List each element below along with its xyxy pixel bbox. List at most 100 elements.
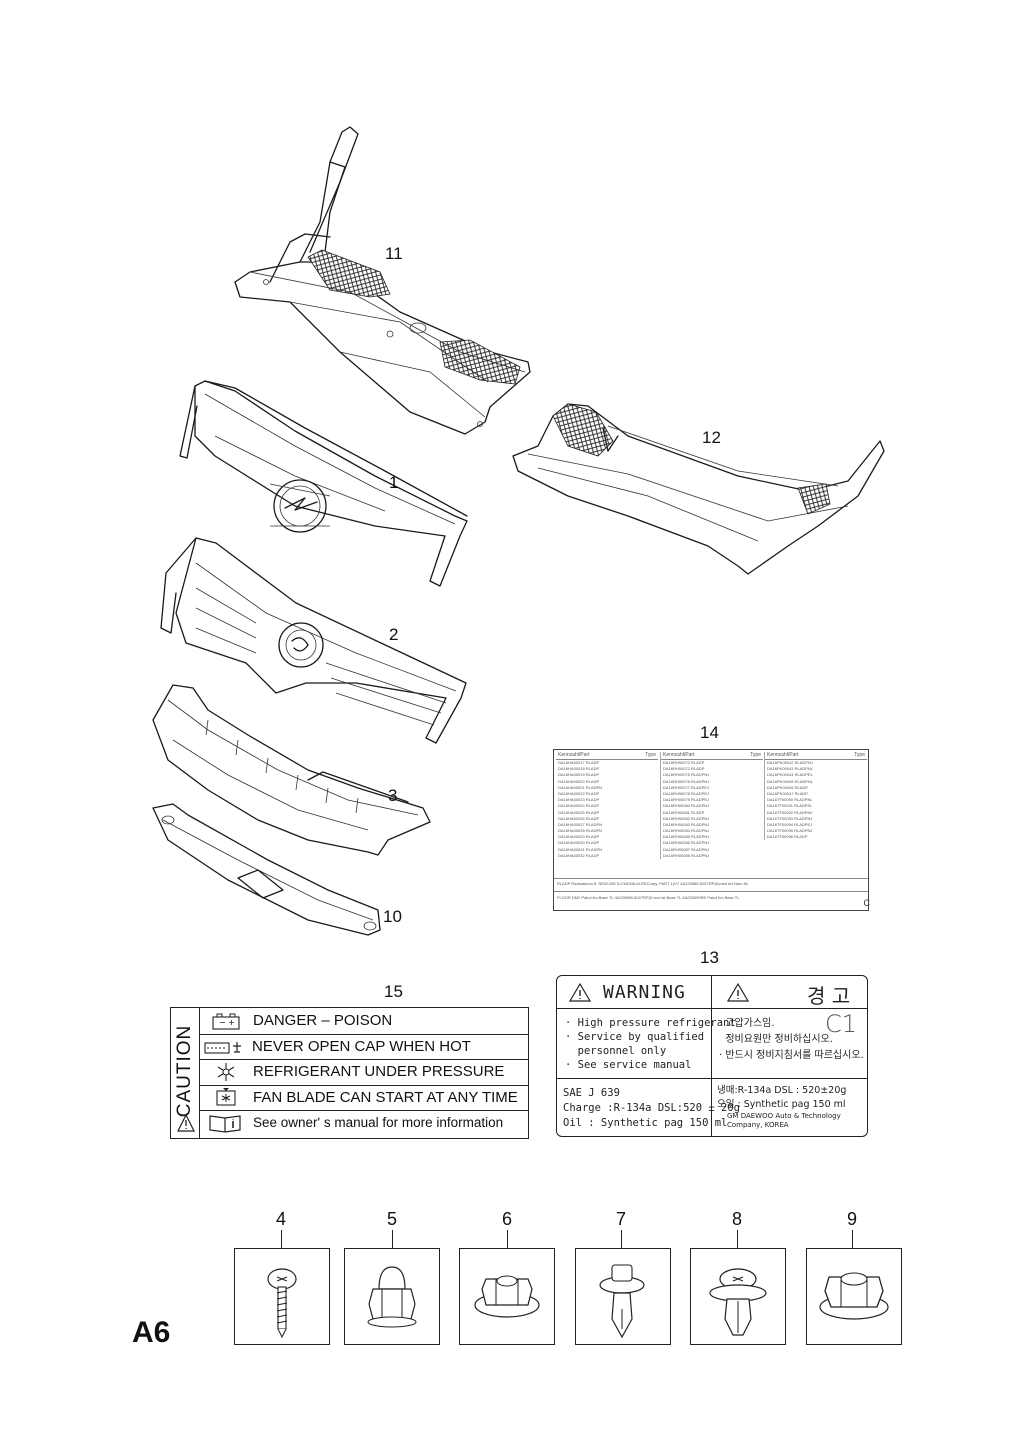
spec-line: 오일 : Synthetic pag 150 ml (717, 1099, 846, 1110)
callout-4: 4 (275, 1209, 286, 1229)
callout-3: 3 (388, 786, 398, 805)
warning-label-13: WARNING 경 고 · High pressure refrigerant … (556, 975, 868, 1137)
label14-row: DA16HA00025 RLADP (558, 809, 600, 815)
label14-col-header: Kennzahl/Part (663, 752, 695, 758)
callout-8: 8 (731, 1209, 742, 1229)
caution-text: DANGER – POISON (253, 1012, 393, 1029)
fastener-box-8 (690, 1248, 786, 1345)
caution-row: REFRIGERANT UNDER PRESSURE (200, 1059, 528, 1086)
cowl-panel-12-drawing (512, 403, 885, 575)
callout-5: 5 (386, 1209, 397, 1229)
label14-row: DA16RH00079 RLADPEJ (663, 797, 710, 803)
warning-line: · See service manual (565, 1059, 692, 1071)
label14-row: DA16PK00044 RLADPEL (767, 772, 813, 778)
label14-row: DA16HA00022 RLADP (558, 790, 600, 796)
clip-fastener-icon (709, 1268, 767, 1336)
label14-row: DA16HA00021 RLADPN (558, 784, 603, 790)
callout-12: 12 (702, 428, 721, 447)
label14-row: DA16HA00020 RLADP (558, 778, 600, 784)
label14-row: DA16HA00032 RLADP (558, 852, 600, 858)
caution-row: See owner' s manual for more information (200, 1110, 528, 1136)
warning-title-en: WARNING (603, 982, 686, 1003)
label14-row: DA16RH00081 RLADP (663, 809, 705, 815)
label14-row: DA16RH00077 RLADPEJ (663, 784, 710, 790)
label14-row: DA16PK00047 RLADP (767, 790, 808, 796)
label14-row: DA16TF00095 RLADPNJ (767, 828, 813, 834)
snowflake-icon (200, 1059, 252, 1084)
warning-text-en: · High pressure refrigerant · Service by… (565, 1016, 736, 1072)
label14-footer-line-2: FLOOR DM2 Pakol lim Base TL 4A220889-502… (557, 895, 740, 900)
label14-row: DA16TF00093 RLADPNJ (767, 815, 813, 821)
label-code: C1 (825, 1010, 858, 1038)
callout-10: 10 (383, 907, 402, 926)
bracket-3-drawing (152, 684, 431, 856)
page-code: A6 (132, 1316, 171, 1349)
warning-line: · High pressure refrigerant (565, 1017, 736, 1029)
caution-row: FAN BLADE CAN START AT ANY TIME (200, 1085, 528, 1112)
label14-row: DA16PK00046 RLADP (767, 784, 808, 790)
label14-row: DA16TF00094 RLADPEJ (767, 821, 813, 827)
fastener-box-4 (234, 1248, 330, 1345)
label14-row: DA16TF00092 RLADPNJ (767, 809, 813, 815)
push-rivet-icon (599, 1264, 645, 1339)
caution-label-15: CAUTION − + DANGER – POISON NEVER OPEN C… (170, 1007, 529, 1139)
fastener-box-7 (575, 1248, 671, 1345)
caution-text: REFRIGERANT UNDER PRESSURE (253, 1063, 505, 1081)
label14-row: DA16RH00073 RLADP (663, 760, 705, 765)
label14-col-header: Kennzahl/Part (558, 752, 590, 758)
fastener-box-9 (806, 1248, 902, 1345)
fan-icon (200, 1085, 252, 1110)
label14-row: DA16HA00030 RLADP (558, 840, 600, 846)
warning-title-kr: 경 고 (807, 984, 851, 1008)
label14-row: DA16TF00096 RLADP (767, 834, 808, 840)
label14-col-type: Type (854, 752, 865, 758)
label14-row: DA16HA00029 RLADP (558, 834, 600, 840)
spec-line: 냉매:R-134a DSL : 520±20g (717, 1085, 847, 1096)
caution-side-strip: CAUTION (171, 1008, 200, 1138)
label14-row: DA16HA00027 RLADPN (558, 821, 603, 827)
callout-15: 15 (384, 982, 403, 1001)
label14-row: DA16HA00018 RLADP (558, 766, 600, 772)
label14-footer-line-1: RLADP Radioautom 8. NEW-WD 5-CWDN6-M-REC… (557, 881, 749, 886)
label14-row: DA16HA00017 RLADP (558, 760, 600, 765)
warning-triangle-icon (569, 982, 591, 1002)
label14-col-type: Type (645, 752, 656, 758)
panel-10-drawing (152, 803, 381, 936)
warning-triangle-icon (727, 982, 749, 1002)
label14-row: DA16HA00031 RLADPN (558, 846, 603, 852)
label14-col-type: Type (750, 752, 761, 758)
caution-row: NEVER OPEN CAP WHEN HOT (200, 1034, 528, 1061)
label14-row: DA16RH00080 RLADPNJ (663, 803, 710, 809)
label14-col-header: Kennzahl/Part (767, 752, 799, 758)
cowl-panel-11-drawing (234, 126, 531, 435)
fastener-box-5 (344, 1248, 440, 1345)
label14-row: DA16HA00019 RLADP (558, 772, 600, 778)
label14-row: DA16RH00087 RLADPNJ (663, 846, 710, 852)
fastener-box-6 (459, 1248, 555, 1345)
label14-row: DA16RH00084 RLADPNJ (663, 828, 710, 834)
callout-1: 1 (389, 473, 399, 492)
label14-row: DA16HA00026 RLADP (558, 815, 600, 821)
label14-row: DA16PK00043 RLADPNL (767, 766, 814, 772)
caution-text: FAN BLADE CAN START AT ANY TIME (253, 1088, 518, 1106)
label14-corner-mark: C (863, 898, 871, 908)
warning-line: · Service by qualified (565, 1031, 705, 1043)
caution-text: See owner' s manual for more information (253, 1115, 504, 1131)
label14-row: DA16RH00085 RLADPNJ (663, 834, 710, 840)
warning-line: personnel only (565, 1045, 667, 1057)
battery-icon: − + (200, 1008, 252, 1033)
caution-row: − + DANGER – POISON (200, 1008, 528, 1035)
label14-row: DA16TF00091 RLADPEL (767, 803, 813, 809)
label14-row: DA16HA00023 RLADP (558, 797, 600, 803)
cap-nut-icon (367, 1266, 417, 1328)
hex-nut-icon (819, 1272, 889, 1320)
warning-line: 정비요원만 정비하십시오. (719, 1034, 833, 1045)
callout-2: 2 (389, 625, 399, 644)
label14-row: DA16PK00045 RLADPNL (767, 778, 814, 784)
